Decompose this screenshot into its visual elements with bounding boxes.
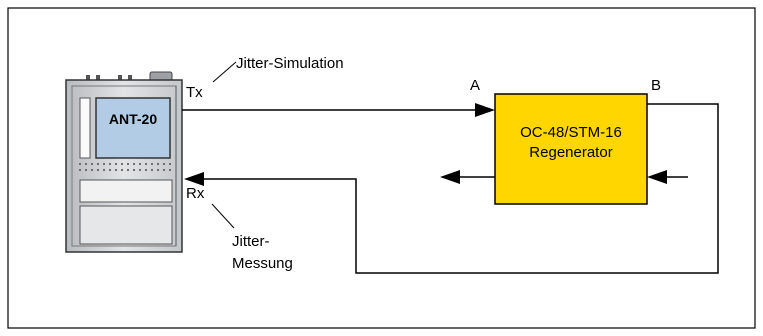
port-a-label: A: [470, 77, 480, 94]
regenerator-in-arrow: [647, 170, 667, 184]
regenerator-label-line2: Regenerator: [529, 144, 612, 161]
jitter-simulation-label: Jitter-Simulation: [236, 55, 344, 72]
return-loop-line: [204, 103, 719, 274]
port-b-label: B: [651, 77, 661, 94]
tx-label: Tx: [186, 84, 203, 101]
arrow-into-port-a: [475, 103, 495, 117]
regenerator-out-arrow: [440, 170, 460, 184]
jitter-measure-pointer: [211, 203, 235, 229]
regenerator-box: [494, 93, 648, 205]
ant20-device: ANT-20: [65, 71, 183, 253]
regenerator-label-line1: OC-48/STM-16: [520, 124, 622, 141]
device-name-label: ANT-20: [109, 111, 157, 127]
jitter-measure-label-line1: Jitter-: [232, 233, 270, 250]
jitter-simulation-pointer: [212, 61, 237, 83]
rx-label: Rx: [186, 185, 205, 202]
jitter-measure-label-line2: Messung: [232, 255, 293, 272]
arrow-into-rx: [184, 172, 204, 186]
device-screen: [95, 97, 171, 159]
